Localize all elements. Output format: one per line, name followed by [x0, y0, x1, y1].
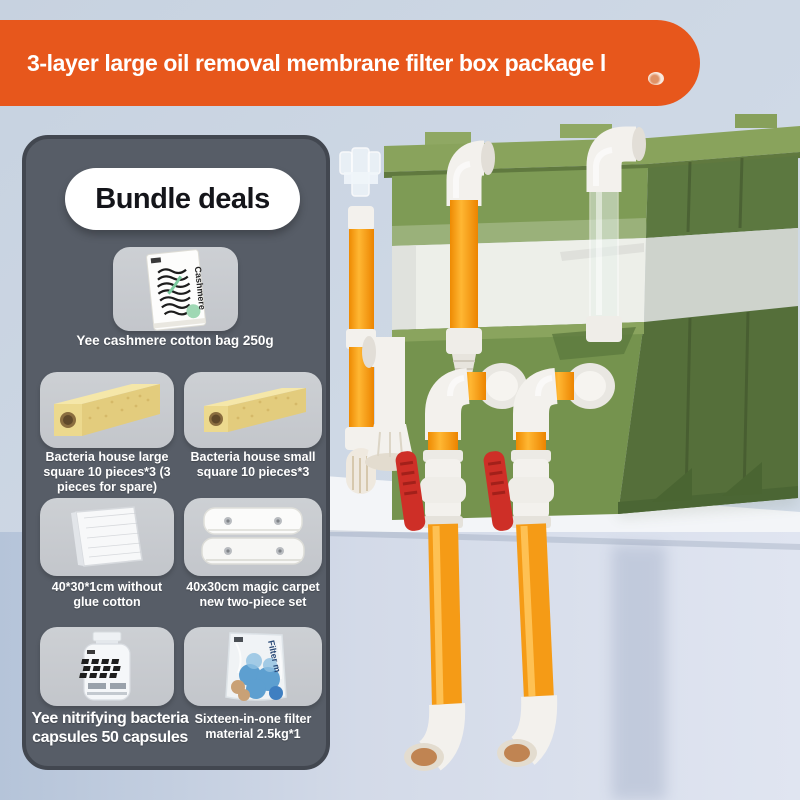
valve-handle-left — [395, 451, 426, 531]
banner-title: 3-layer large oil removal membrane filte… — [27, 49, 606, 76]
bundle-item-label: Bacteria house large square 10 pieces*3 … — [43, 450, 171, 494]
bundle-item-label: Yee cashmere cotton bag 250g — [76, 333, 274, 348]
pipe-shadow — [612, 545, 666, 800]
box-upper-green-side — [646, 156, 798, 238]
top-right-elbow-sight-tube — [586, 126, 646, 342]
bundle-item-label: 40x30cm magic carpet new two-piece set — [186, 580, 320, 609]
box-white-band-side — [644, 228, 798, 322]
bundle-item-cashmere-bag: Cashmere — [113, 247, 238, 331]
bundle-item-nitrifying-capsules — [40, 627, 174, 706]
valve-handle-right — [483, 451, 514, 531]
drain-pipe-right — [516, 523, 554, 701]
bundle-deals-heading: Bundle deals — [65, 168, 300, 230]
drain-assembly-right — [483, 363, 615, 767]
cashmere-bag-image: Cashmere — [146, 249, 207, 331]
inlet-pipe-orange — [450, 200, 478, 332]
banner-dot-icon — [648, 72, 664, 85]
bundle-item-glue-free-cotton — [40, 498, 174, 576]
sponge-bar-small-image — [204, 388, 306, 432]
bundle-item-magic-carpet — [184, 498, 322, 576]
title-banner: 3-layer large oil removal membrane filte… — [0, 20, 700, 106]
bundle-item-filter-material: Filter m — [184, 627, 322, 706]
top-left-elbow-pipe — [446, 140, 495, 380]
drain-pipe-left — [428, 523, 462, 709]
filter-cotton-image — [71, 506, 143, 567]
sponge-bar-large-image — [54, 384, 160, 436]
drain-assembly-left — [395, 363, 527, 771]
bundle-item-label: Yee nitrifying bacteria capsules 50 caps… — [31, 710, 189, 746]
magic-carpet-image — [201, 507, 305, 565]
bundle-item-bacteria-house-small — [184, 372, 322, 448]
bundle-deals-panel: Bundle deals Cashmere — [22, 135, 330, 770]
bundle-item-label: Bacteria house small square 10 pieces*3 — [190, 450, 316, 479]
capsule-bottle-image — [79, 631, 131, 701]
svg-text:Cashmere: Cashmere — [193, 266, 207, 310]
bundle-item-label: 40*30*1cm without glue cotton — [51, 580, 163, 609]
bundle-item-bacteria-house-large — [40, 372, 174, 448]
box-lower-green-side — [618, 306, 798, 514]
bundle-item-label: Sixteen-in-one filter material 2.5kg*1 — [194, 712, 312, 741]
filter-material-bag-image: Filter m — [225, 632, 287, 701]
